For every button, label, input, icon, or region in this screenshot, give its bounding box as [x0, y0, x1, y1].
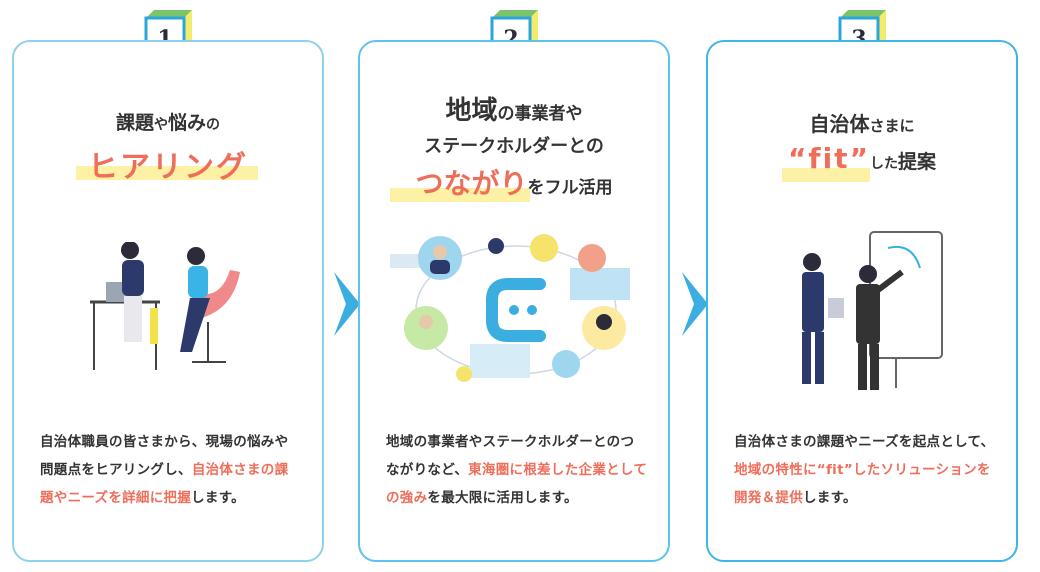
card-title-line3: つながりをフル活用 — [360, 162, 668, 202]
desc-text: 地域の事業者やステークホルダーとのつながりなど、 — [386, 434, 635, 478]
highlight-bar — [782, 168, 870, 182]
desc-text: を最大限に活用します。 — [427, 490, 578, 506]
card-title-highlight: ヒアリング — [88, 150, 248, 185]
title-text: さまに — [869, 117, 915, 135]
step-card-2: 地域の事業者や ステークホルダーとの つながりをフル活用 地域の事業者やステーク… — [358, 40, 670, 562]
title-highlight: つながり — [415, 167, 528, 200]
chevron-right-icon — [334, 272, 360, 336]
desc-highlight: 東海圏に根差した企業としての強み — [386, 462, 648, 506]
card-title-line2: ステークホルダーとの — [424, 136, 604, 157]
title-text: 自治体 — [809, 112, 870, 136]
highlight-bar — [76, 166, 258, 180]
title-text: 地域 — [445, 96, 498, 126]
card-description: 自治体さまの課題やニーズを起点として、地域の特性に“fit”したソリューションを… — [734, 428, 996, 512]
card-title-line1: 自治体さまに — [708, 108, 1016, 137]
title-text: の — [206, 117, 221, 133]
title-text: 提案 — [897, 151, 936, 173]
title-text: した — [869, 156, 898, 172]
title-text: の事業者や — [497, 104, 583, 124]
highlight-bar — [390, 188, 530, 202]
title-text: や — [154, 117, 168, 133]
title-highlight: “fit” — [788, 142, 870, 175]
card-description: 自治体職員の皆さまから、現場の悩みや問題点をヒアリングし、自治体さまの課題やニー… — [40, 428, 302, 512]
step-card-1: 課題や悩みの ヒアリング 自治体職員の皆さまから、現場の悩みや問題点をヒアリング… — [12, 40, 324, 562]
card-title-line1: 地域の事業者や — [360, 90, 668, 127]
card-title-line1: 課題や悩みの — [14, 108, 322, 135]
title-text: 悩み — [168, 112, 207, 134]
hearing-meeting-illustration — [90, 242, 240, 370]
network-connections-illustration — [390, 234, 630, 382]
desc-text: します。 — [191, 490, 245, 506]
step-card-3: 自治体さまに “fit”した提案 自治体さまの課題やニーズを起点として、地域の特… — [706, 40, 1018, 562]
card-description: 地域の事業者やステークホルダーとのつながりなど、東海圏に根差した企業としての強み… — [386, 428, 648, 512]
card-title-line2: “fit”した提案 — [708, 142, 1016, 175]
desc-text: 自治体職員の皆さまから、現場の悩みや問題点をヒアリングし、 — [40, 434, 289, 478]
desc-text: 自治体さまの課題やニーズを起点として、 — [734, 434, 995, 450]
chevron-right-icon — [682, 272, 708, 336]
desc-highlight: 地域の特性に“fit”したソリューションを開発＆提供 — [734, 462, 991, 506]
desc-text: します。 — [803, 490, 857, 506]
title-text: 課題 — [115, 112, 154, 134]
proposal-presentation-illustration — [802, 231, 943, 390]
desc-highlight: 自治体さまの課題やニーズを詳細に把握 — [40, 462, 289, 506]
title-text: をフル活用 — [527, 178, 613, 198]
